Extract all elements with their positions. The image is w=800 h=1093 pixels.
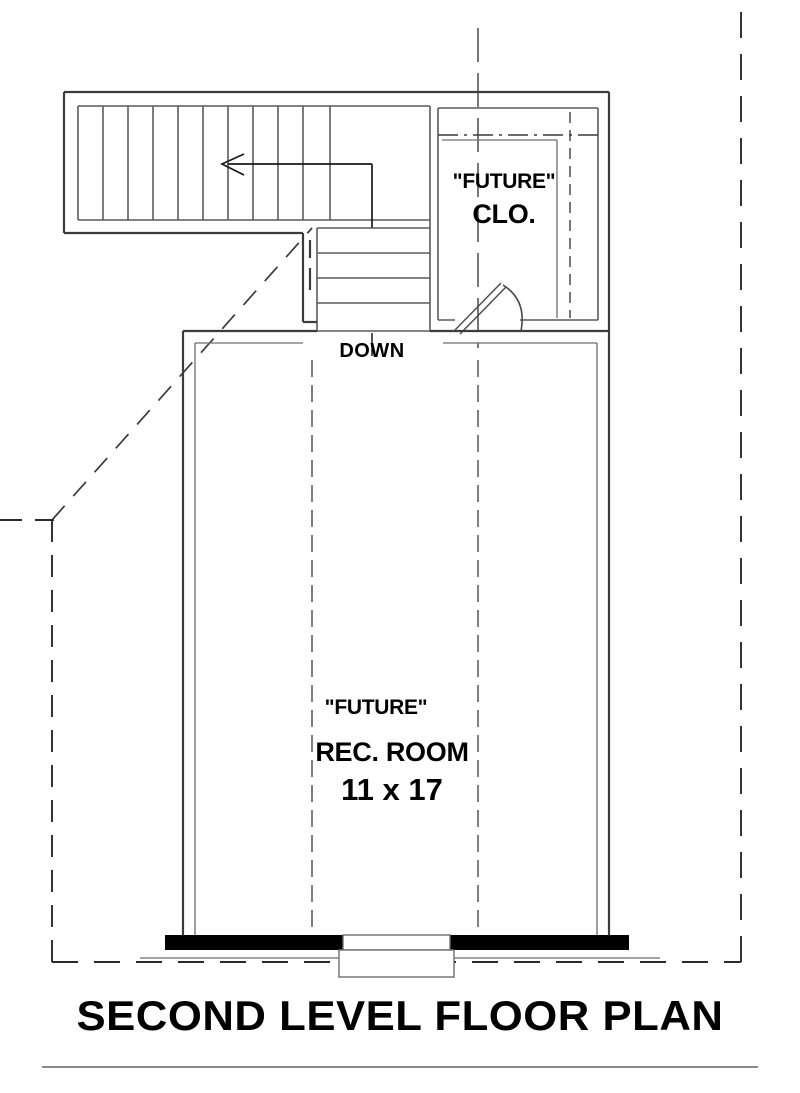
door-leaf-line-a [454,282,502,331]
stair-direction-arrow [220,153,373,228]
rec-room-walls [140,329,660,959]
closet-future-label: "FUTURE" [453,170,556,193]
window-projection-box [338,949,455,978]
rec-room-bottom-wall [165,934,629,978]
property-boundary-dashed [0,12,742,963]
stair-down-label: DOWN [339,340,404,362]
solid-wall-segment-right [450,935,629,950]
closet-door [454,282,523,335]
stair-run-lower [301,106,431,356]
door-swing-arc [502,284,523,332]
closet-walls [437,92,611,331]
door-leaf-line-b [459,286,507,335]
centerlines [311,28,479,948]
plan-title: SECOND LEVEL FLOOR PLAN [76,992,724,1039]
arrow-left-icon [220,153,245,176]
rec-room-name-label: REC. ROOM [315,737,468,767]
solid-wall-segment-left [165,935,343,950]
rec-room-future-label: "FUTURE" [325,696,428,719]
rec-room-dimension-label: 11 x 17 [341,772,443,807]
closet-name-label: CLO. [472,199,535,229]
window-opening [342,934,451,951]
stair-treads-upper [102,106,331,220]
plan-title-container: SECOND LEVEL FLOOR PLAN [0,995,800,1037]
title-underline-rule [42,1066,758,1068]
stair-treads-lower [317,252,430,332]
stair-enclosure [62,90,609,235]
